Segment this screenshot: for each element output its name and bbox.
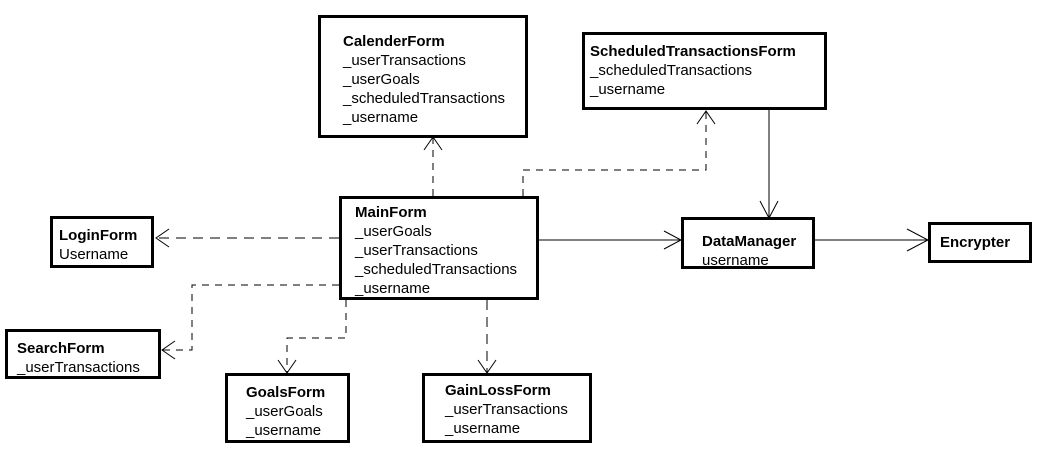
class-box-searchform: SearchForm _userTransactions: [5, 329, 161, 379]
class-attribute: _userTransactions: [343, 52, 466, 69]
class-box-loginform: LoginForm Username: [50, 216, 154, 268]
class-name: DataManager: [702, 233, 797, 250]
class-attribute: _username: [355, 280, 431, 297]
arrowhead-loginform: [155, 228, 170, 248]
relation-mainform-searchform: [162, 284, 339, 351]
class-attribute: _userTransactions: [17, 359, 140, 376]
class-attribute: _scheduledTransactions: [590, 62, 753, 79]
relation-mainform-scheduledtransactionsform: [522, 112, 707, 196]
class-name: Encrypter: [940, 234, 1011, 251]
class-attribute: _scheduledTransactions: [343, 90, 506, 107]
arrowhead-searchform: [161, 340, 176, 360]
arrowhead-scheduledtransactionsform: [696, 110, 716, 125]
class-name: ScheduledTransactionsForm: [590, 43, 796, 60]
class-name: LoginForm: [59, 227, 138, 244]
class-attribute: username: [702, 252, 769, 269]
class-attribute: _userGoals: [355, 223, 432, 240]
class-attribute: _username: [445, 420, 521, 437]
class-box-encrypter: Encrypter: [928, 222, 1032, 263]
class-attribute: _userGoals: [246, 403, 323, 420]
class-name: GoalsForm: [246, 384, 326, 401]
class-name: GainLossForm: [445, 382, 551, 399]
class-box-mainform: MainForm _userGoals _userTransactions _s…: [339, 196, 539, 300]
class-box-gainlossform: GainLossForm _userTransactions _username: [422, 373, 592, 443]
class-name: SearchForm: [17, 340, 105, 357]
class-attribute: Username: [59, 246, 129, 263]
class-box-goalsform: GoalsForm _userGoals _username: [225, 373, 350, 443]
class-attribute: _username: [590, 81, 666, 98]
class-box-calenderform: CalenderForm _userTransactions _userGoal…: [318, 15, 528, 138]
class-attribute: _userTransactions: [445, 401, 568, 418]
class-name: CalenderForm: [343, 33, 445, 50]
class-name: MainForm: [355, 204, 427, 221]
relation-mainform-goalsform: [286, 300, 347, 372]
class-attribute: _userTransactions: [355, 242, 478, 259]
class-attribute: _username: [246, 422, 322, 439]
class-box-scheduledtransactionsform: ScheduledTransactionsForm _scheduledTran…: [582, 32, 827, 110]
class-attribute: _username: [343, 109, 419, 126]
class-attribute: _scheduledTransactions: [355, 261, 518, 278]
class-attribute: _userGoals: [343, 71, 420, 88]
class-box-datamanager: DataManager username: [681, 217, 815, 269]
